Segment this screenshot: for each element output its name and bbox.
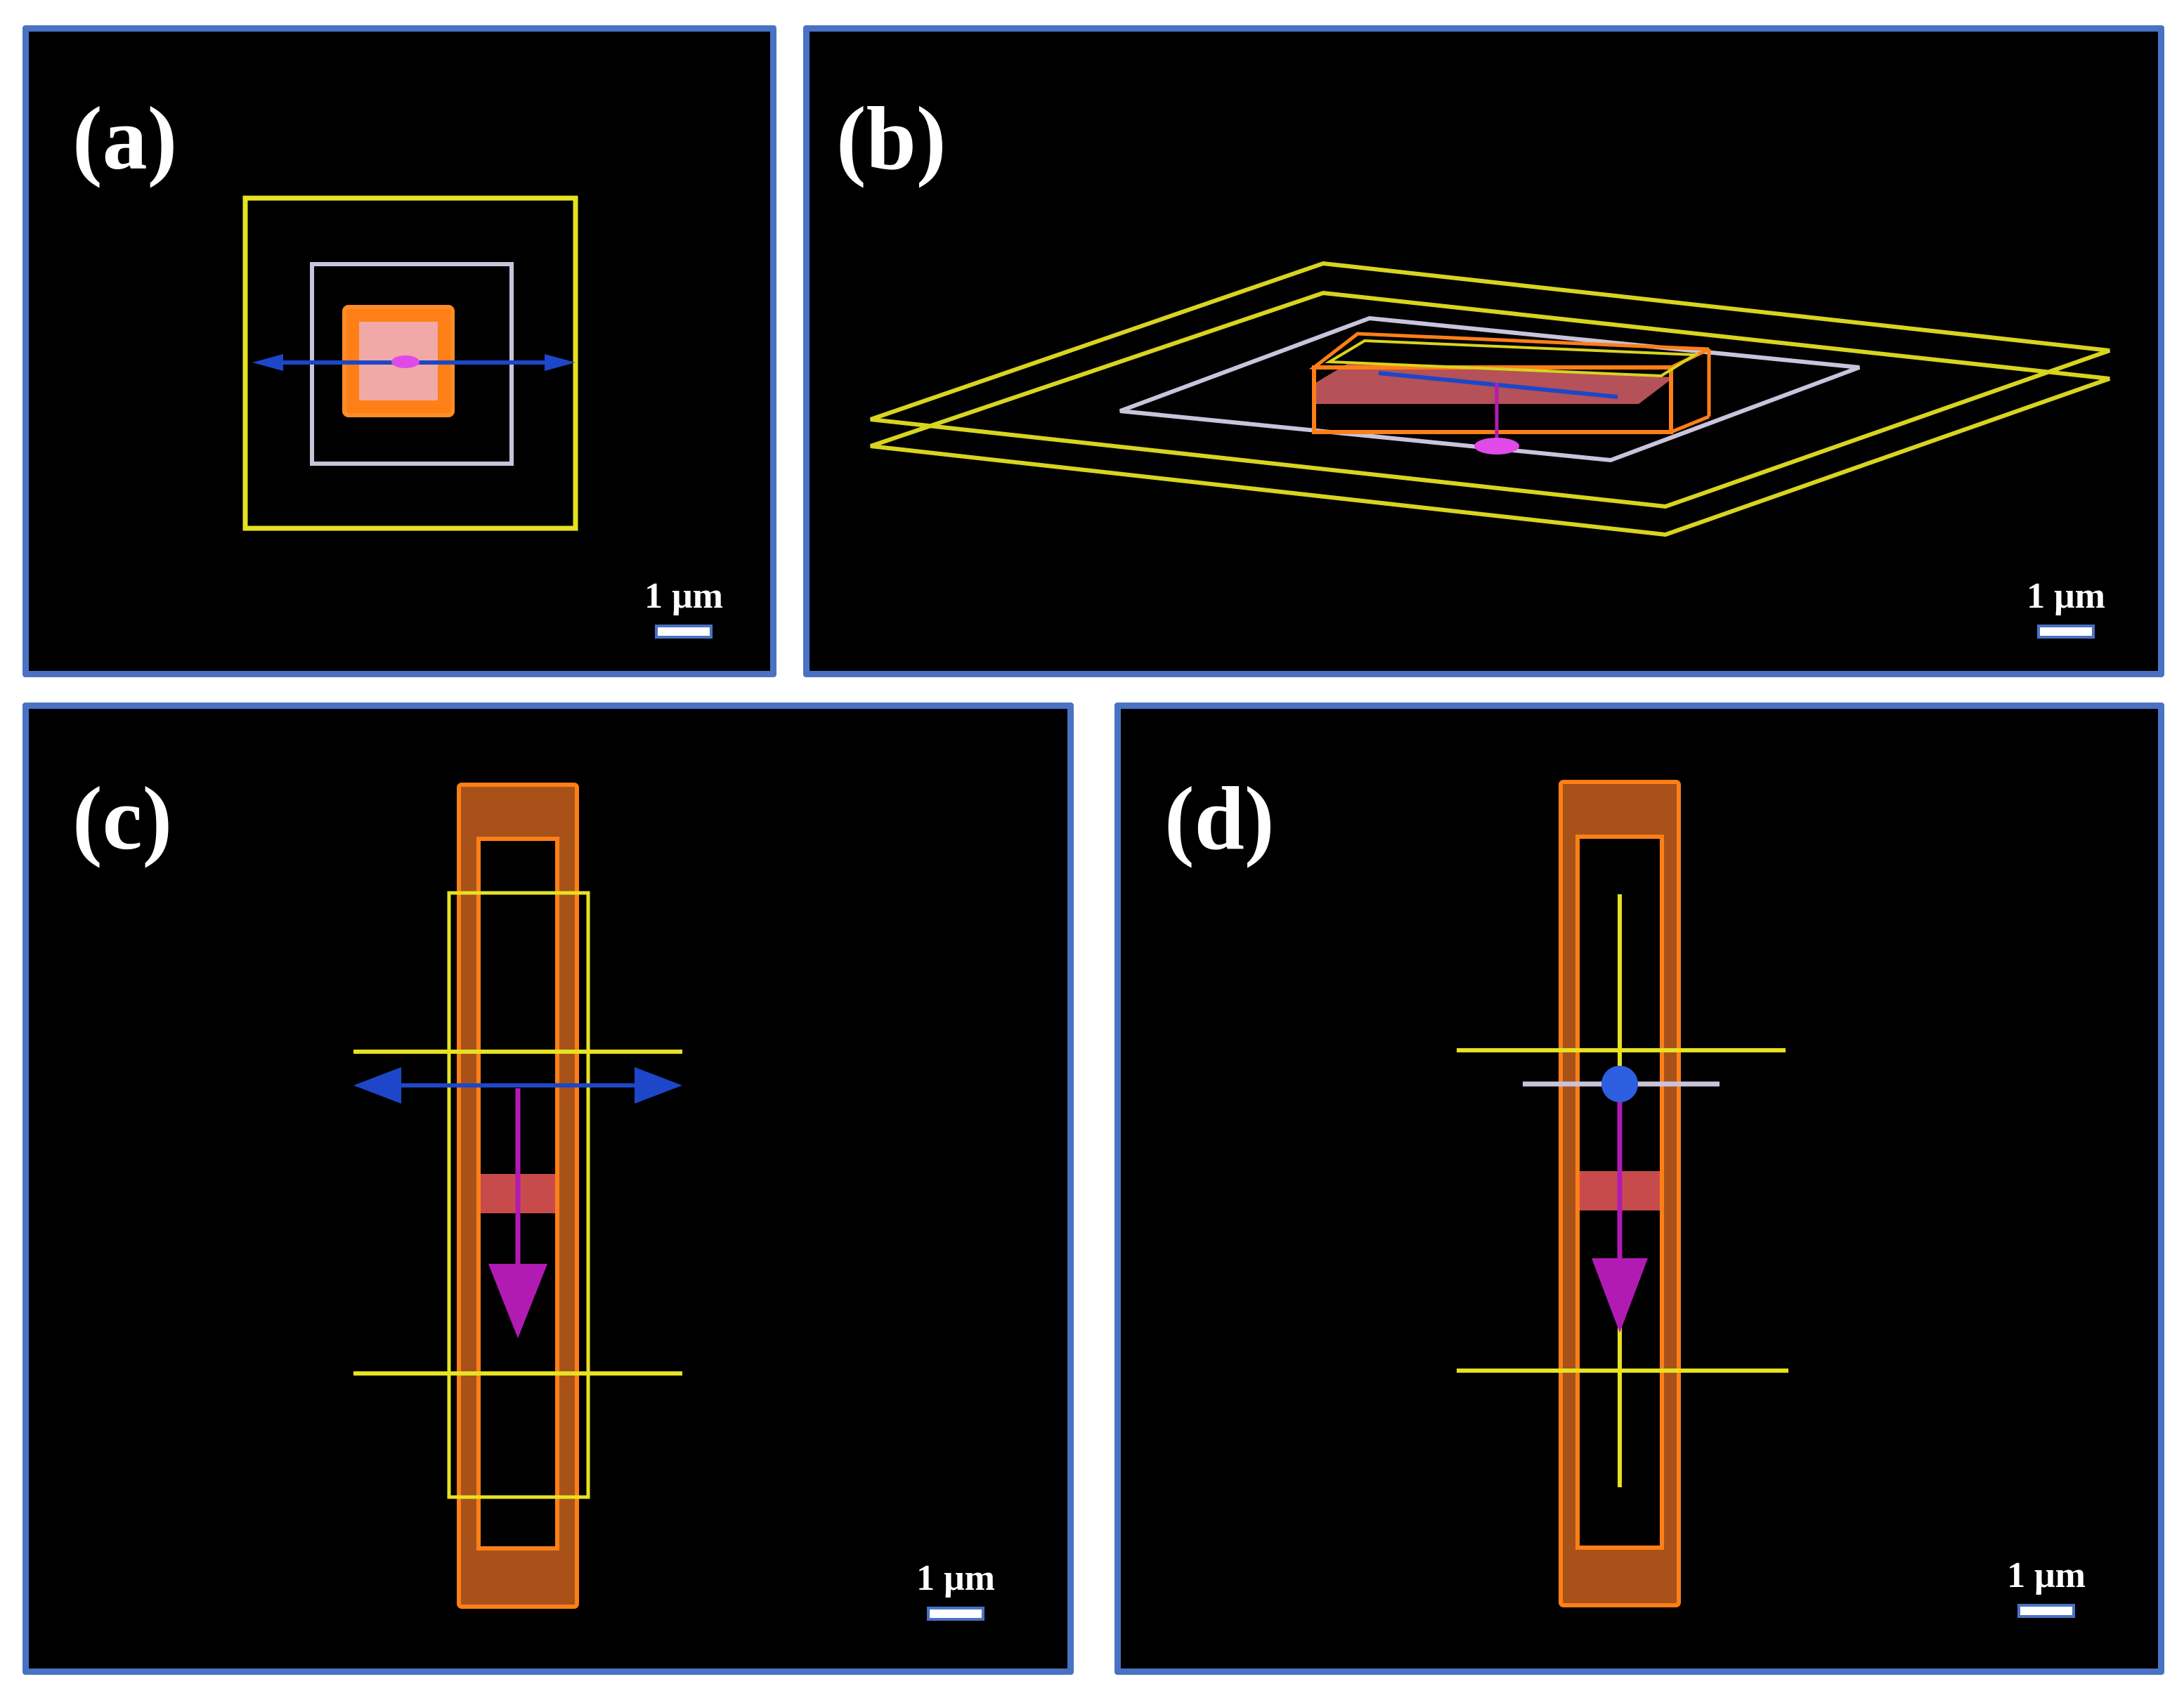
- blue-arrow-right: [545, 354, 576, 371]
- scale-bar: 1 μm: [638, 578, 729, 639]
- yellow-boundary: [242, 195, 578, 531]
- blue-arrow-right: [635, 1067, 682, 1104]
- scale-bar-line: [2017, 1604, 2075, 1618]
- panel-a: (a) 1 μm: [22, 25, 776, 677]
- scale-bar-line: [655, 625, 713, 639]
- scale-bar: 1 μm: [2020, 578, 2112, 639]
- magenta-dot: [1474, 438, 1519, 455]
- panel-label: (c): [72, 769, 173, 868]
- magenta-arrowhead: [1592, 1258, 1648, 1333]
- panel-c: (c) 1 μm: [22, 703, 1074, 1675]
- panel-a-drawing: [242, 195, 578, 531]
- dipole-source-dot: [1601, 1066, 1638, 1102]
- panel-d: (d) 1 μm: [1114, 703, 2164, 1675]
- yellow-plane-bottom: [870, 290, 2110, 537]
- panel-c-drawing: [353, 783, 682, 1609]
- panel-b-drawing: [870, 261, 2110, 537]
- scale-bar-line: [927, 1607, 984, 1621]
- scale-bar-line: [2037, 625, 2095, 639]
- panel-b: (b) 1 μm: [803, 25, 2164, 677]
- scale-label: 1 μm: [916, 1558, 995, 1598]
- magenta-dot: [391, 355, 420, 368]
- orange-box-edge-2: [1670, 414, 1710, 434]
- panel-label: (d): [1164, 769, 1275, 868]
- panel-label: (a): [72, 89, 178, 188]
- scale-label: 1 μm: [2027, 576, 2105, 616]
- scale-label: 1 μm: [644, 576, 723, 616]
- panel-d-drawing: [1457, 780, 1788, 1607]
- white-outline: [1119, 315, 1861, 463]
- magenta-arrowhead: [488, 1264, 547, 1338]
- scale-label: 1 μm: [2007, 1555, 2086, 1595]
- yellow-plane-top: [870, 261, 2110, 509]
- scale-bar: 1 μm: [910, 1560, 1001, 1621]
- blue-arrow-left: [252, 354, 283, 371]
- yellow-box: [447, 891, 590, 1499]
- yellow-inner-box: [1325, 339, 1700, 378]
- blue-arrow-left: [353, 1067, 401, 1104]
- scale-bar: 1 μm: [2001, 1557, 2092, 1618]
- panel-label: (b): [836, 89, 947, 188]
